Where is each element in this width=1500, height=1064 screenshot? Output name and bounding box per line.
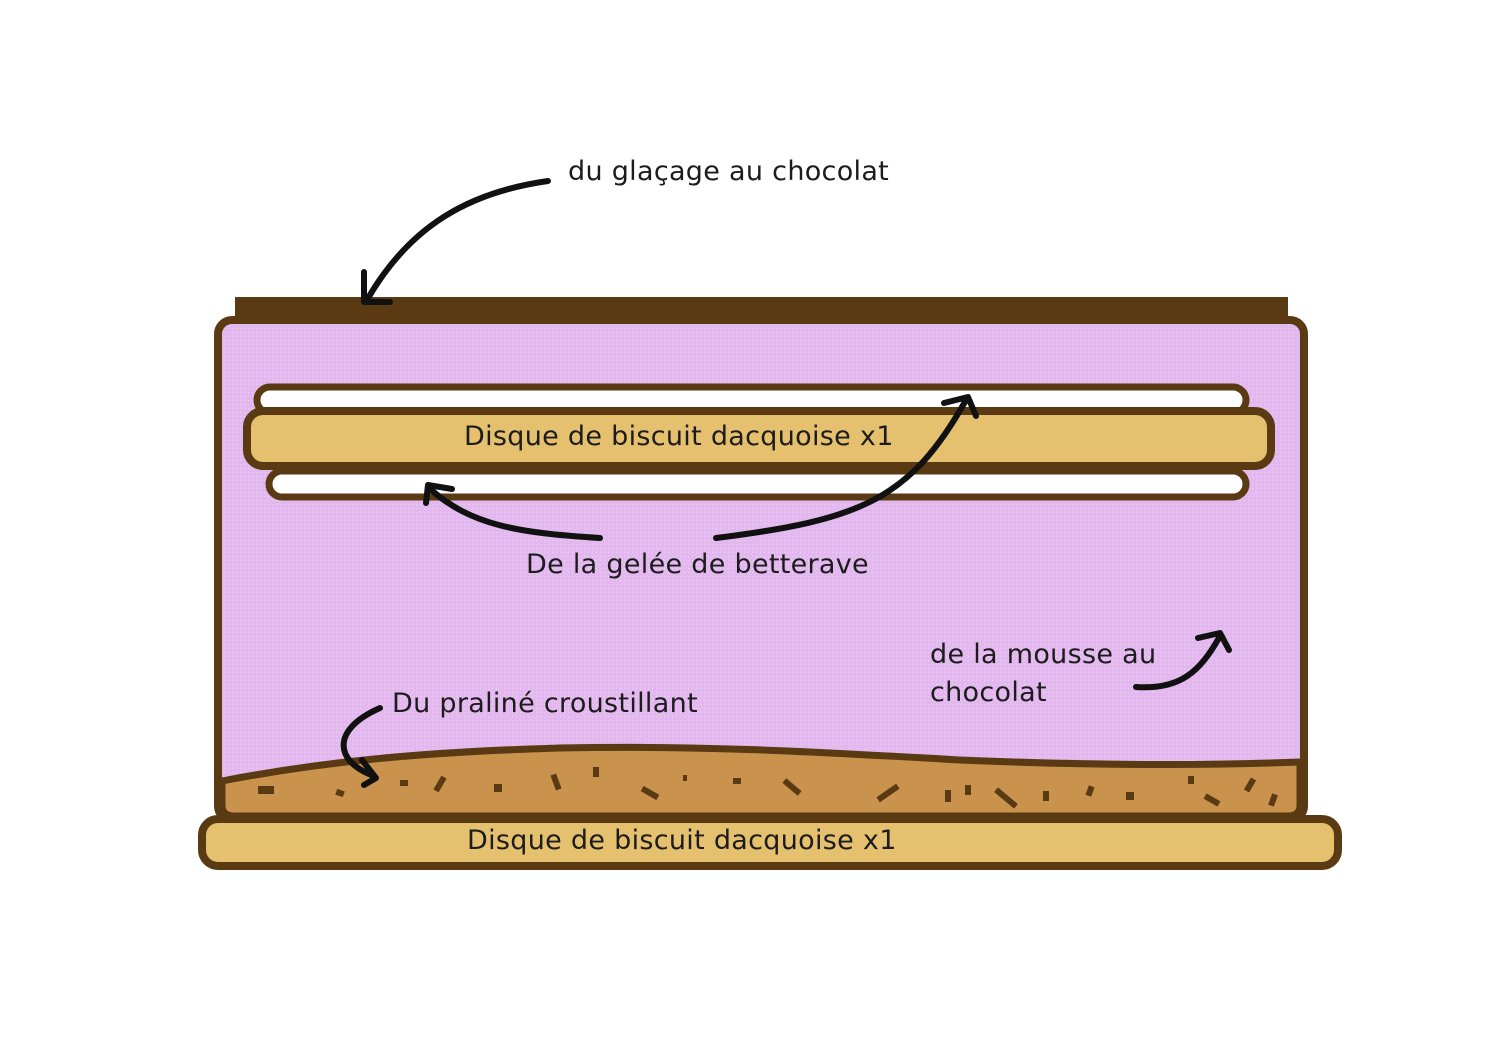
mousse-label-line-2: chocolat [930, 677, 1047, 708]
biscuit-top-label: Disque de biscuit dacquoise x1 [464, 421, 894, 452]
glaze-arrow-head [361, 269, 393, 305]
praline-label: Du praliné croustillant [392, 688, 698, 719]
praline-bit [1043, 791, 1049, 801]
praline-bits [258, 767, 1278, 809]
praline-bit [593, 767, 599, 777]
praline-bit [335, 788, 345, 798]
praline-bit [1268, 793, 1278, 807]
glaze-label: du glaçage au chocolat [568, 156, 890, 187]
praline-bit [494, 784, 502, 792]
gelee-right-arrow [713, 397, 969, 541]
biscuit-top-layer [243, 407, 1275, 470]
praline-bit [433, 775, 447, 793]
mousse-arrow [1133, 633, 1223, 691]
praline-bit [876, 783, 900, 803]
praline-arrow-head [359, 757, 379, 788]
gelee-label: De la gelée de betterave [526, 549, 869, 580]
glaze-arrow [364, 178, 551, 303]
gelee-bottom-layer [265, 467, 1250, 501]
praline-bit [945, 790, 951, 802]
praline-bit [258, 786, 274, 794]
praline-bit [782, 778, 802, 796]
gelee-right-arrow-head [941, 394, 979, 419]
mousse-label-line-1: de la mousse au [930, 639, 1157, 670]
praline-bit [733, 778, 741, 784]
praline-bit [550, 773, 562, 791]
praline-bit [1085, 785, 1095, 797]
praline-bit [640, 785, 660, 801]
praline-bit [994, 787, 1018, 809]
praline-bit [683, 775, 687, 781]
biscuit-bottom-label: Disque de biscuit dacquoise x1 [467, 825, 897, 856]
praline-bit [1126, 792, 1134, 800]
praline-bit [1188, 776, 1194, 784]
mousse-arrow-head [1195, 630, 1232, 653]
praline-bit [1243, 777, 1257, 793]
praline-arrow [340, 705, 383, 779]
praline-bit [965, 785, 971, 795]
biscuit-bottom-layer [198, 815, 1342, 870]
glaze-layer [235, 297, 1288, 321]
praline-bit [1203, 793, 1221, 807]
praline-bit [400, 780, 408, 786]
gelee-left-arrow-head [423, 482, 455, 506]
gelee-left-arrow [425, 484, 603, 541]
mousse-label: de la mousse au chocolat [930, 636, 1156, 712]
